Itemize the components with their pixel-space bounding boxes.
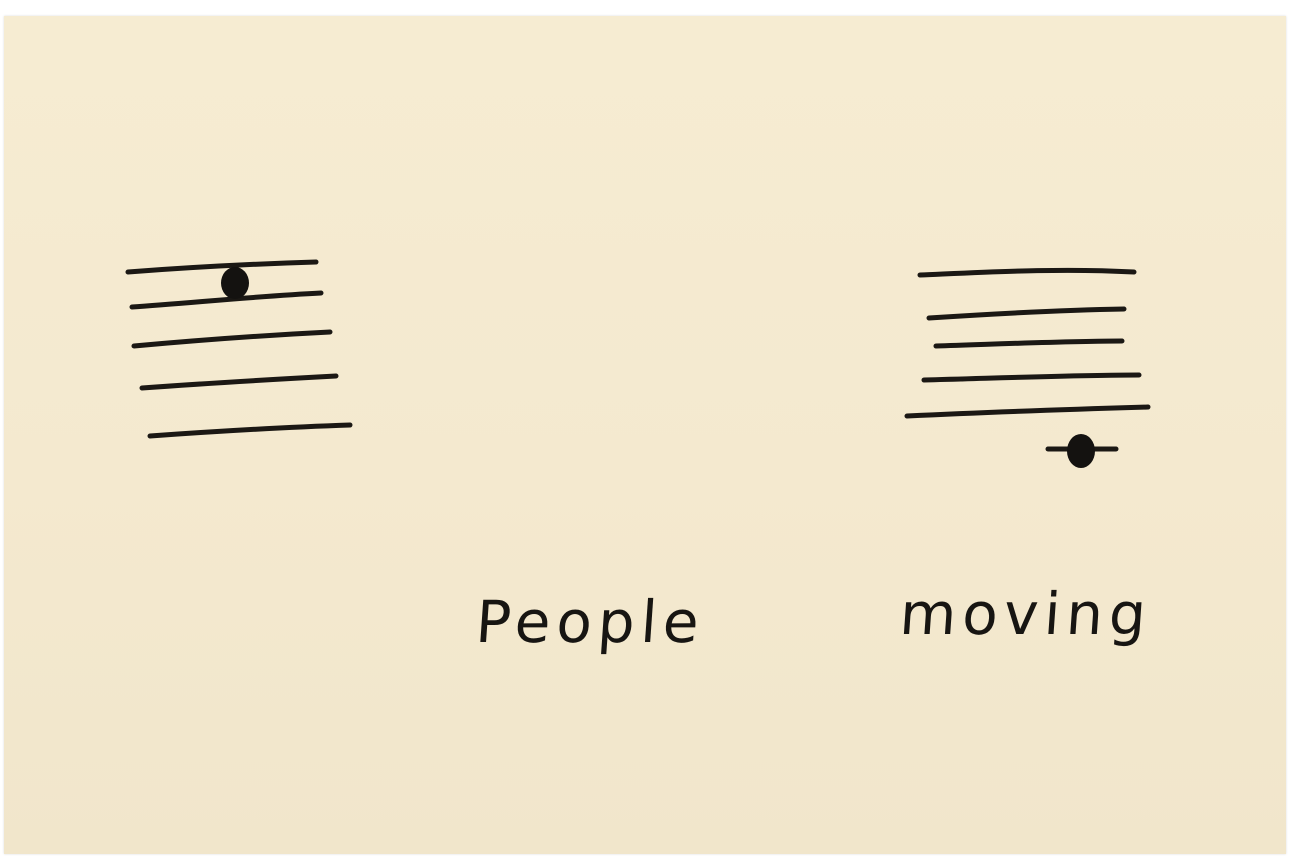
left-line-5 [147, 422, 353, 439]
right-line-2 [926, 306, 1127, 321]
left-line-3 [131, 329, 333, 349]
right-line-5 [904, 404, 1151, 419]
left-marker-dot [221, 267, 249, 299]
caption-right: moving [897, 580, 1155, 648]
left-line-4 [139, 373, 339, 391]
right-line-4 [921, 372, 1142, 383]
caption-left: People [473, 588, 708, 656]
right-staff-sketch [904, 267, 1151, 468]
left-line-1 [125, 259, 319, 275]
left-staff-sketch [125, 259, 353, 439]
right-line-3 [933, 338, 1125, 349]
right-marker-dot [1067, 434, 1095, 468]
right-line-1 [917, 267, 1137, 278]
left-line-2 [129, 290, 324, 310]
index-card [4, 16, 1286, 854]
